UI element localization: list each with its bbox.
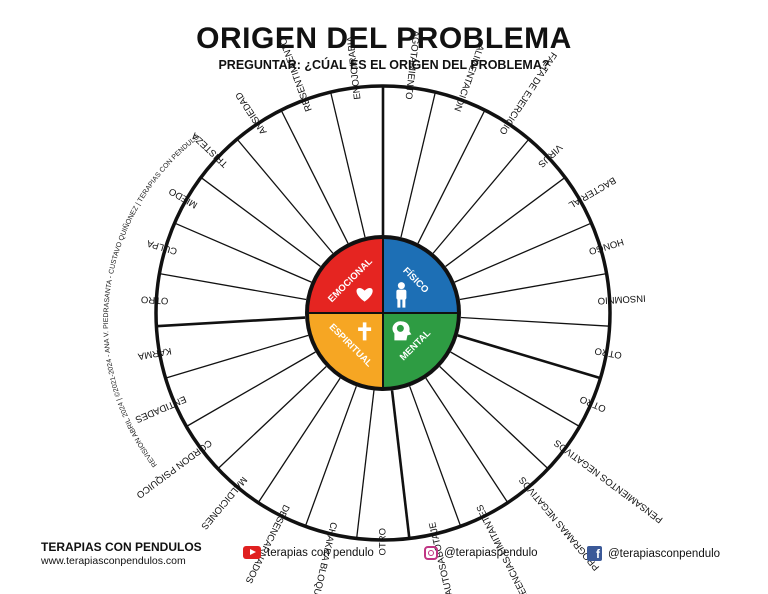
facebook-handle: @terapiasconpendulo	[608, 547, 721, 560]
segment-label: INSOMNIO	[597, 292, 646, 306]
facebook-icon: f	[587, 546, 602, 561]
segment-divider	[159, 272, 307, 301]
segment-divider	[460, 316, 610, 327]
segment-divider	[236, 138, 334, 254]
page-subtitle: PREGUNTAR: ¿CÚAL ES EL ORIGEN DEL PROBLE…	[218, 58, 550, 72]
segment-divider	[450, 351, 580, 428]
facebook-link[interactable]: f @terapiasconpendulo	[587, 546, 720, 561]
instagram-link[interactable]: @terapiaspendulo	[424, 546, 538, 560]
segment-divider	[445, 176, 566, 267]
group-divider	[156, 316, 306, 328]
segment-label: PENSAMIENTOS NEGATIVOS	[552, 437, 665, 525]
heart-icon	[356, 287, 373, 302]
youtube-link[interactable]: terapias con pendulo	[243, 546, 374, 559]
segment-divider	[186, 351, 316, 428]
segment-divider	[330, 91, 366, 238]
cross-icon	[358, 322, 372, 341]
segment-divider	[425, 377, 509, 504]
segment-label: OTRO	[141, 293, 169, 306]
wheel-spokes	[156, 86, 610, 539]
group-divider	[457, 334, 601, 380]
segment-divider	[174, 222, 312, 283]
segment-label: FALTA DE EJERCICIO	[497, 50, 559, 136]
youtube-handle: terapias con pendulo	[267, 546, 374, 559]
segment-divider	[304, 386, 357, 527]
segment-divider	[217, 366, 327, 470]
footer-brand: TERAPIAS CON PENDULOS	[41, 540, 202, 554]
page-title: ORIGEN DEL PROBLEMA	[196, 22, 572, 55]
segment-divider	[280, 109, 349, 244]
segment-divider	[200, 176, 321, 267]
segment-label: OTRO	[594, 345, 623, 361]
segment-divider	[459, 272, 607, 301]
segment-label: RESENTIMIENTO	[278, 36, 315, 113]
person-icon	[396, 282, 407, 308]
instagram-icon	[424, 546, 438, 560]
segment-divider	[409, 386, 462, 527]
group-divider	[390, 390, 411, 539]
segment-divider	[439, 366, 549, 470]
segment-label: MALDICIONES	[198, 474, 249, 531]
youtube-icon	[243, 546, 261, 559]
segment-label: OTRO	[378, 528, 389, 555]
segment-label: DESENCARNADOS	[243, 503, 292, 585]
footer-url[interactable]: www.terapiasconpendulos.com	[41, 555, 186, 567]
head-brain-icon	[392, 321, 412, 341]
segment-divider	[417, 109, 486, 244]
segment-divider	[356, 390, 375, 539]
segment-divider	[432, 138, 530, 254]
segment-divider	[400, 91, 436, 238]
segment-divider	[165, 334, 309, 379]
segment-divider	[257, 377, 341, 504]
segment-divider	[454, 222, 592, 283]
instagram-handle: @terapiaspendulo	[444, 547, 538, 559]
